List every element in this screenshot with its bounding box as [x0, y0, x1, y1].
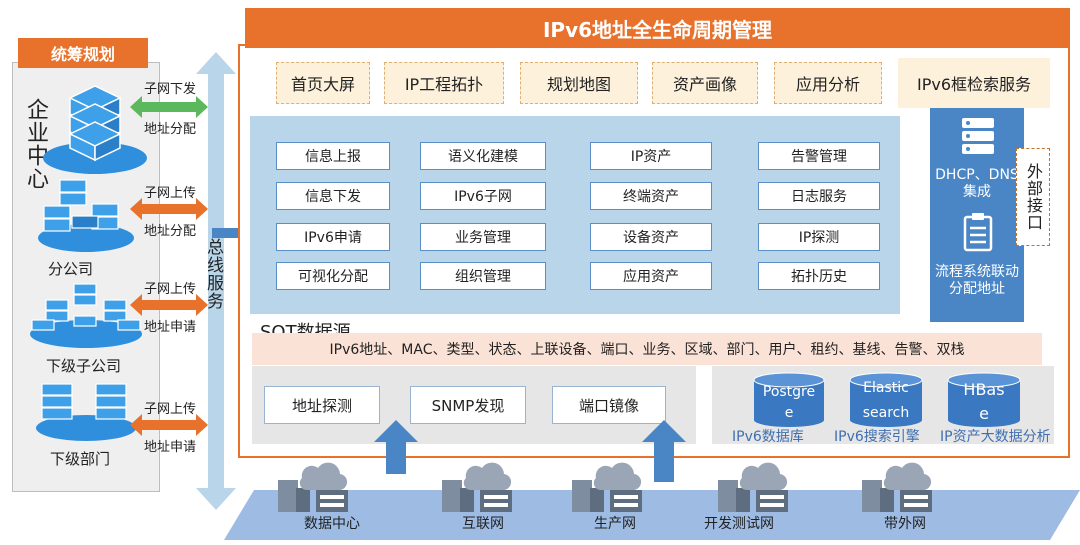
- dhcp-dns-label: DHCP、DNS集成: [935, 167, 1019, 200]
- module-app-asset[interactable]: 应用资产: [590, 262, 712, 290]
- subsidiary-server-icon: [30, 283, 142, 348]
- tab-asset-profile[interactable]: 资产画像: [652, 62, 758, 104]
- database-cylinder-icon: [753, 372, 825, 427]
- main-title: IPv6地址全生命周期管理: [245, 8, 1070, 48]
- hq-server-icon: [43, 85, 147, 174]
- module-topology-history[interactable]: 拓扑历史: [758, 262, 880, 290]
- arrow-label-top: 子网下发: [144, 82, 197, 97]
- up-arrow: [374, 420, 418, 474]
- arrow-label-bottom: 地址分配: [144, 122, 197, 137]
- external-interface: 外部接口: [1016, 148, 1050, 246]
- devtest-net-icon: [718, 462, 788, 512]
- search-engine-cylinder-icon: [849, 372, 923, 427]
- bus-label: 总线服务: [203, 238, 223, 310]
- workflow-label: 流程系统联动分配地址: [935, 264, 1019, 297]
- module-info-issue[interactable]: 信息下发: [276, 182, 390, 210]
- level-label: 下级子公司: [46, 357, 122, 375]
- level-label: 下级部门: [50, 450, 111, 468]
- server-rack-icon: [962, 118, 994, 154]
- source-port-mirror: 端口镜像: [552, 386, 666, 424]
- network-label: 数据中心: [304, 516, 360, 532]
- arrow-label-bottom: 地址申请: [144, 320, 197, 335]
- network-label: 生产网: [594, 516, 636, 532]
- arrow-label-bottom: 地址申请: [144, 440, 197, 455]
- db-label: IPv6数据库: [732, 429, 804, 445]
- network-label: 带外网: [884, 516, 926, 532]
- hq-label: 企业中心: [23, 98, 48, 190]
- internet-icon: [442, 462, 512, 512]
- bigdata-cylinder-icon: [947, 372, 1021, 427]
- tab-app-analysis[interactable]: 应用分析: [774, 62, 882, 104]
- db-name: Postgre: [762, 384, 816, 400]
- sot-fields-bar: IPv6地址、MAC、类型、状态、上联设备、端口、业务、区域、部门、用户、租约、…: [252, 333, 1042, 365]
- search-name: Elastic: [863, 380, 909, 396]
- department-server-icon: [36, 383, 136, 441]
- module-visual-allocation[interactable]: 可视化分配: [276, 262, 390, 290]
- arrow-label-top: 子网上传: [144, 282, 197, 297]
- module-ip-probe[interactable]: IP探测: [758, 223, 880, 251]
- level-label: 分公司: [48, 260, 94, 278]
- module-device-asset[interactable]: 设备资产: [590, 223, 712, 251]
- tab-search-service[interactable]: IPv6框检索服务: [898, 58, 1050, 108]
- module-business-mgmt[interactable]: 业务管理: [420, 223, 546, 251]
- green-double-arrow: [130, 96, 208, 118]
- arrow-label-bottom: 地址分配: [144, 224, 197, 239]
- up-arrow: [642, 420, 686, 482]
- module-log-service[interactable]: 日志服务: [758, 182, 880, 210]
- module-ipv6-apply[interactable]: IPv6申请: [276, 223, 390, 251]
- orange-double-arrow: [130, 414, 208, 436]
- module-ip-asset[interactable]: IP资产: [590, 142, 712, 170]
- module-alarm-mgmt[interactable]: 告警管理: [758, 142, 880, 170]
- tab-planning-map[interactable]: 规划地图: [520, 62, 638, 104]
- orange-double-arrow: [130, 198, 208, 220]
- bus-vertical-arrow: [196, 52, 236, 510]
- network-label: 互联网: [462, 516, 504, 532]
- planning-title: 统筹规划: [18, 38, 148, 68]
- search-label: IPv6搜索引擎: [834, 429, 920, 445]
- arrow-label-top: 子网上传: [144, 402, 197, 417]
- network-label: 开发测试网: [704, 516, 774, 532]
- module-ipv6-subnet[interactable]: IPv6子网: [420, 182, 546, 210]
- orange-double-arrow: [130, 294, 208, 316]
- db-name-2: e: [784, 405, 794, 421]
- arrow-label-top: 子网上传: [144, 186, 197, 201]
- source-address-probe: 地址探测: [264, 386, 380, 424]
- tab-topology[interactable]: IP工程拓扑: [384, 62, 504, 104]
- module-terminal-asset[interactable]: 终端资产: [590, 182, 712, 210]
- tab-dashboard[interactable]: 首页大屏: [276, 62, 370, 104]
- datacenter-icon: [278, 462, 348, 512]
- clipboard-icon: [963, 213, 993, 252]
- hbase-label: IP资产大数据分析: [940, 429, 1051, 445]
- module-info-report[interactable]: 信息上报: [276, 142, 390, 170]
- production-net-icon: [572, 462, 642, 512]
- hbase-name: HBas: [963, 380, 1005, 399]
- module-org-mgmt[interactable]: 组织管理: [420, 262, 546, 290]
- module-semantic-modeling[interactable]: 语义化建模: [420, 142, 546, 170]
- hbase-name-2: e: [979, 404, 989, 423]
- source-snmp-discovery: SNMP发现: [410, 386, 526, 424]
- branch-server-icon: [38, 179, 134, 252]
- out-of-band-net-icon: [862, 462, 932, 512]
- search-name-2: search: [862, 405, 910, 421]
